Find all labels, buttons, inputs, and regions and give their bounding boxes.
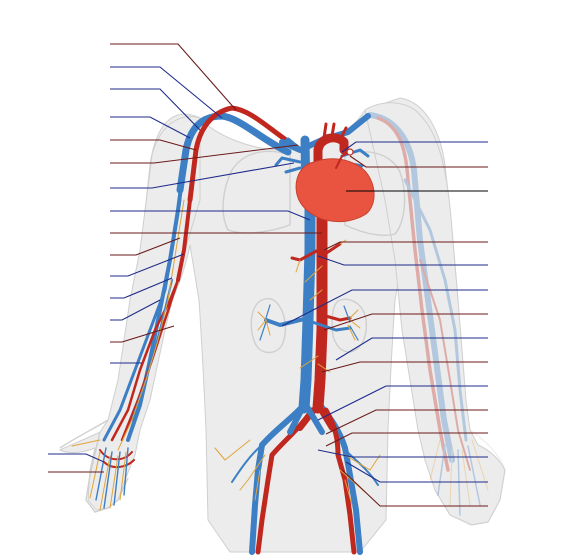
leader-line-right-05 [317, 255, 488, 266]
left-hand-nerves [71, 439, 127, 511]
abdominal-aorta [312, 204, 328, 414]
right-renal-vein [310, 320, 352, 332]
left-subclavian-vein [176, 112, 292, 194]
great-saphenous-right [344, 449, 379, 486]
left-brachial-artery [176, 198, 192, 282]
kidney-branches [257, 309, 361, 341]
leader-line-right-07 [323, 313, 488, 331]
leader-line-right-06 [281, 289, 488, 327]
leader-line-right-14 [345, 461, 488, 483]
leg-nerves [214, 439, 381, 506]
leader-line-right-12 [325, 432, 488, 447]
leader-line-left-10 [110, 237, 181, 256]
left-subclavian-artery [187, 105, 301, 203]
right-lung-outline [344, 151, 406, 236]
leader-line-left-02 [110, 66, 223, 119]
left-lung-outline [222, 150, 291, 234]
left-arm-nerve [117, 199, 185, 451]
arch-branches [322, 122, 348, 142]
kidney-vein-branches [259, 304, 359, 341]
leader-line-left-16 [48, 453, 105, 463]
leader-line-left-08 [110, 210, 311, 221]
leader-line-left-04 [110, 116, 191, 139]
left-kidney-outline [250, 297, 287, 354]
right-arm-vessels [367, 112, 489, 516]
leader-line-right-15 [341, 469, 488, 507]
leader-line-left-03 [110, 88, 201, 131]
leader-line-right-10 [317, 385, 488, 421]
left-arm-vessels [71, 105, 301, 511]
right-arm-vein-1 [367, 112, 455, 463]
right-femoral-artery [323, 407, 357, 555]
leader-line-right-13 [317, 449, 488, 458]
left-leader-lines [48, 43, 322, 473]
leader-line-right-09 [321, 361, 488, 373]
right-arm-vein-2 [403, 178, 468, 442]
leader-line-right-04 [323, 241, 488, 251]
leader-line-left-13 [110, 299, 161, 321]
right-leader-lines [281, 141, 488, 507]
leader-line-left-12 [110, 277, 173, 299]
inferior-vena-cava [298, 184, 316, 414]
heart-valve-dot [346, 148, 354, 156]
leader-line-right-02 [349, 155, 488, 168]
leader-line-right-08 [335, 337, 488, 361]
right-arm-artery-2 [419, 259, 471, 471]
leader-line-right-11 [325, 409, 488, 435]
right-hand-vessels [429, 439, 489, 506]
great-saphenous-left [231, 444, 263, 483]
heart [295, 158, 375, 223]
right-arm-artery-1 [376, 116, 450, 472]
leader-line-left-06 [110, 144, 299, 164]
organ-outlines [222, 150, 406, 354]
leader-line-left-07 [110, 162, 295, 189]
left-renal-vein [264, 316, 310, 327]
left-hand-veins [95, 447, 129, 509]
leader-line-left-14 [110, 325, 175, 343]
leader-line-left-05 [110, 139, 197, 151]
left-basilic-vein [102, 198, 182, 442]
right-hand-outline [434, 429, 506, 526]
pulmonary-veins-left [274, 156, 302, 174]
left-ulnar-artery [110, 278, 180, 442]
leader-line-left-11 [110, 253, 185, 277]
left-hand-outline [59, 419, 129, 513]
aortic-arch [313, 133, 349, 205]
leader-line-left-01 [110, 43, 237, 111]
common-iliac-veins [287, 402, 325, 435]
leader-line-right-01 [341, 141, 488, 153]
right-renal-artery [320, 313, 352, 322]
